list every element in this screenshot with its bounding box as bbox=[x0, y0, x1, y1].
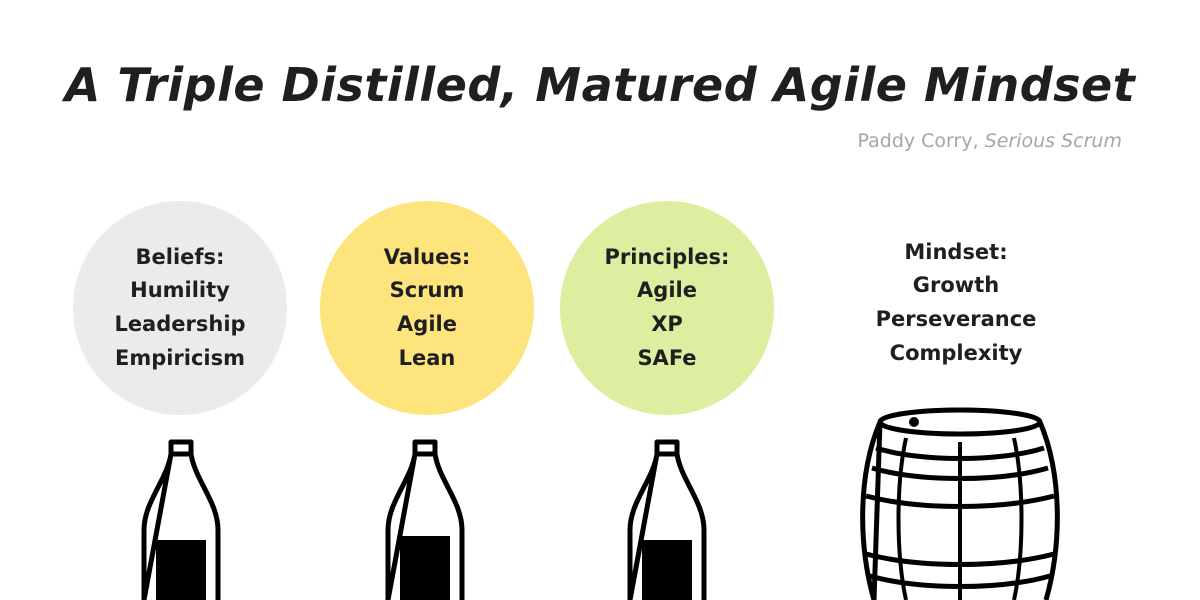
beliefs-item: Humility bbox=[130, 278, 230, 302]
beliefs-heading: Beliefs: bbox=[135, 245, 225, 269]
principles-item: Agile bbox=[637, 278, 697, 302]
principles-item: XP bbox=[651, 312, 683, 336]
beliefs-circle: Beliefs: Humility Leadership Empiricism bbox=[73, 201, 287, 415]
byline-publication: Serious Scrum bbox=[984, 130, 1122, 152]
bottle-icon bbox=[385, 439, 465, 600]
values-item: Lean bbox=[398, 346, 456, 370]
bottle-icon bbox=[627, 439, 707, 600]
bottle-icon bbox=[141, 439, 221, 600]
mindset-item: Perseverance bbox=[875, 307, 1037, 331]
beliefs-item: Empiricism bbox=[114, 346, 246, 370]
principles-circle: Principles: Agile XP SAFe bbox=[560, 201, 774, 415]
principles-heading: Principles: bbox=[604, 245, 730, 269]
principles-item: SAFe bbox=[637, 346, 697, 370]
byline: Paddy Corry, Serious Scrum bbox=[858, 130, 1122, 152]
byline-author: Paddy Corry, bbox=[857, 130, 985, 152]
values-item: Scrum bbox=[389, 278, 465, 302]
mindset-item: Complexity bbox=[889, 341, 1023, 365]
values-item: Agile bbox=[397, 312, 457, 336]
barrel-icon bbox=[860, 407, 1060, 600]
mindset-item: Growth bbox=[912, 273, 1000, 297]
beliefs-item: Leadership bbox=[114, 312, 246, 336]
mindset-label: Mindset: Growth Perseverance Complexity bbox=[836, 236, 1076, 370]
values-heading: Values: bbox=[383, 245, 471, 269]
values-circle: Values: Scrum Agile Lean bbox=[320, 201, 534, 415]
mindset-heading: Mindset: bbox=[904, 240, 1008, 264]
page-title: A Triple Distilled, Matured Agile Mindse… bbox=[64, 58, 1136, 112]
